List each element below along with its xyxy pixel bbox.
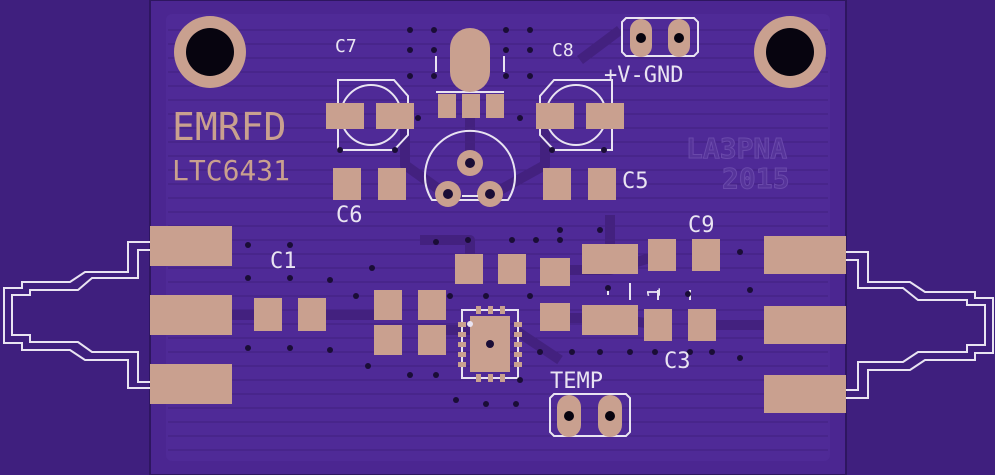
via: [353, 293, 359, 299]
label-c8: C8: [552, 40, 574, 61]
via: [337, 147, 343, 153]
capacitor-c6: [333, 168, 406, 200]
via: [245, 345, 251, 351]
via: [687, 349, 693, 355]
via: [407, 73, 413, 79]
via: [287, 275, 293, 281]
board-part-number: LTC6431: [172, 154, 290, 187]
label-c3: C3: [664, 349, 691, 374]
via: [483, 401, 489, 407]
via: [433, 372, 439, 378]
via: [431, 73, 437, 79]
capacitor-c8: [536, 79, 624, 151]
label-c5: C5: [622, 169, 649, 194]
via: [287, 345, 293, 351]
via: [709, 349, 715, 355]
via: [737, 355, 743, 361]
via: [369, 265, 375, 271]
via: [627, 349, 633, 355]
ic-ltc6431-footprint: [458, 306, 522, 382]
resistor-pads-left: [374, 290, 446, 355]
via: [509, 237, 515, 243]
via: [747, 287, 753, 293]
mounting-hole-left: [174, 16, 246, 88]
board-title: EMRFD: [172, 105, 286, 149]
via: [513, 401, 519, 407]
via: [465, 237, 471, 243]
via: [433, 239, 439, 245]
via: [597, 227, 603, 233]
inductor-pads: [582, 244, 638, 335]
via: [287, 242, 293, 248]
via: [392, 147, 398, 153]
via: [517, 115, 523, 121]
capacitor-c9: [648, 239, 720, 271]
via: [327, 347, 333, 353]
via: [557, 237, 563, 243]
mounting-hole-right: [754, 16, 826, 88]
via: [365, 363, 371, 369]
via: [537, 349, 543, 355]
via: [685, 291, 691, 297]
sma-connector-output-outline: [846, 251, 994, 399]
via: [407, 372, 413, 378]
label-c9: C9: [688, 213, 715, 238]
via: [517, 377, 523, 383]
credit-year: 2015: [722, 162, 789, 195]
via: [527, 47, 533, 53]
via: [527, 73, 533, 79]
to92-footprint: [424, 129, 516, 207]
capacitor-c7: [326, 79, 414, 151]
via: [569, 349, 575, 355]
label-temp: TEMP: [550, 369, 603, 394]
label-c6: C6: [336, 203, 363, 228]
via: [447, 293, 453, 299]
via: [245, 242, 251, 248]
vias: [245, 27, 753, 407]
sma-output-pads: [764, 236, 846, 413]
via: [483, 293, 489, 299]
via: [557, 227, 563, 233]
ground-pour: [166, 14, 830, 461]
via: [605, 285, 611, 291]
via: [527, 293, 533, 299]
capacitor-c5: [543, 168, 616, 200]
label-c7: C7: [335, 36, 357, 57]
pads-above-ic: [455, 254, 570, 331]
via: [549, 147, 555, 153]
via: [503, 47, 509, 53]
sma-connector-input-outline: [3, 241, 150, 389]
via: [597, 349, 603, 355]
label-pin1: 1: [644, 287, 665, 298]
via: [327, 277, 333, 283]
via: [453, 397, 459, 403]
via: [431, 27, 437, 33]
label-power: +V-GND: [604, 63, 683, 88]
via: [503, 27, 509, 33]
via: [407, 47, 413, 53]
sma-input-pads: [150, 226, 232, 404]
via: [503, 73, 509, 79]
credit-callsign: LA3PNA: [686, 132, 787, 165]
label-c1: C1: [270, 249, 297, 274]
via: [533, 237, 539, 243]
via: [407, 27, 413, 33]
via: [527, 27, 533, 33]
via: [431, 47, 437, 53]
temp-header: [549, 393, 631, 437]
voltage-regulator-sot89: [435, 28, 505, 118]
via: [652, 349, 658, 355]
capacitor-c3: [644, 309, 716, 341]
capacitor-c1: [254, 298, 326, 331]
power-header: [621, 17, 699, 57]
via: [737, 249, 743, 255]
via: [245, 275, 251, 281]
via: [415, 115, 421, 121]
via: [601, 147, 607, 153]
